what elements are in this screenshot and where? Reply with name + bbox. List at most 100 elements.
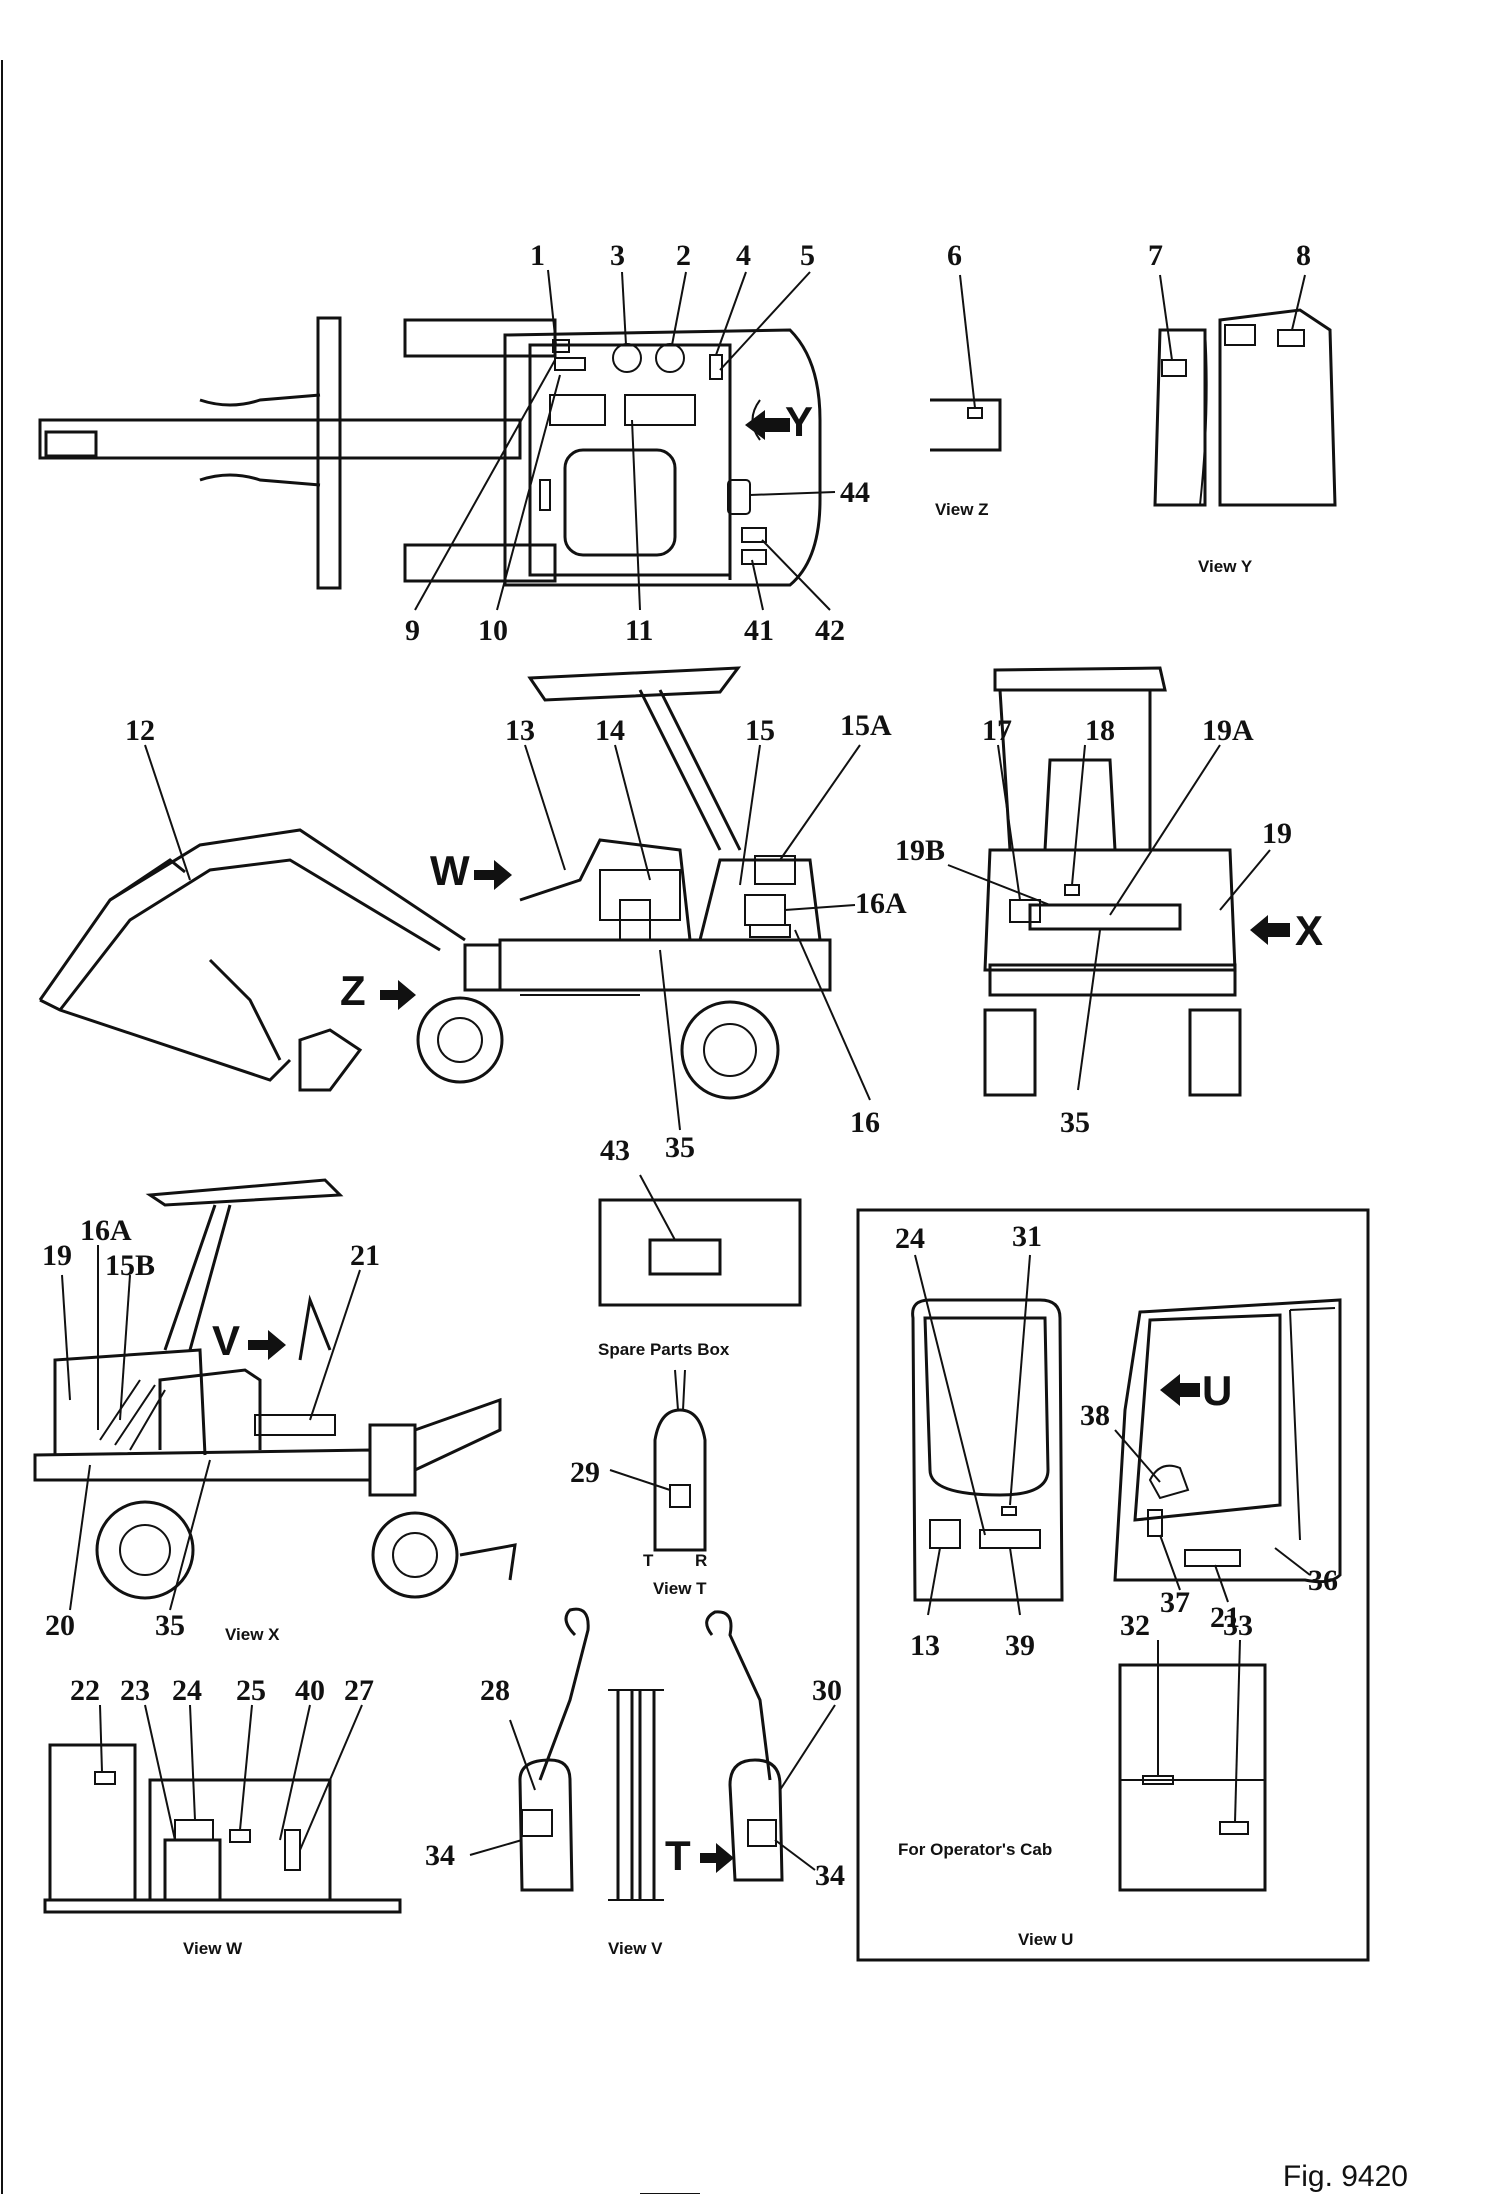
callout: 25 <box>236 1674 266 1707</box>
label-r: R <box>695 1551 707 1570</box>
side-leader-lines <box>144 744 871 1131</box>
view-u-cab <box>911 1298 1342 1892</box>
cab-leader-lines <box>914 1254 1311 1823</box>
view-w: 22 23 24 25 40 27 View W <box>43 1674 402 1958</box>
callout: 21 <box>350 1239 380 1272</box>
caption-spare-parts: Spare Parts Box <box>598 1340 730 1359</box>
side-callouts: 12 13 14 15 15A 16A 16 35 <box>125 709 907 1164</box>
view-t: 29 T R View T <box>570 1369 707 1598</box>
arrow-v: V <box>212 1317 286 1364</box>
callout: 1 <box>530 239 545 272</box>
rear-leader-lines <box>947 744 1271 1091</box>
callout: 11 <box>625 614 653 647</box>
callout: 41 <box>744 614 774 647</box>
caption-view-v: View V <box>608 1939 663 1958</box>
view-u-frame <box>856 1208 1370 1962</box>
callout: 31 <box>1012 1220 1042 1253</box>
callout: 15 <box>745 714 775 747</box>
callout: 8 <box>1296 239 1311 272</box>
callout: 19B <box>895 834 945 867</box>
callout: 37 <box>1160 1586 1190 1619</box>
cab-callouts: 24 31 38 13 39 37 21 36 32 33 For Operat… <box>895 1220 1338 1949</box>
viewx-leader-lines <box>61 1245 361 1611</box>
callout: 17 <box>982 714 1012 747</box>
view-v: 28 34 30 34 View V <box>425 1607 845 1958</box>
callout: 18 <box>1085 714 1115 747</box>
callout: 22 <box>70 1674 100 1707</box>
arrow-z: Z <box>340 967 416 1014</box>
rear-callouts: 17 18 19A 19B 19 35 <box>895 714 1292 1139</box>
view-x-machine <box>33 1178 517 1600</box>
callout: 24 <box>172 1674 202 1707</box>
view-y: View Y <box>1153 274 1337 576</box>
svg-text:V: V <box>212 1317 240 1364</box>
callout: 44 <box>840 476 870 509</box>
arrow-w: W <box>430 847 512 894</box>
caption-for-cab: For Operator's Cab <box>898 1840 1052 1859</box>
callout: 10 <box>478 614 508 647</box>
side-view-machine <box>38 666 832 1100</box>
callout: 4 <box>736 239 751 272</box>
callout: 16 <box>850 1106 880 1139</box>
figure-number: Fig. 9420 <box>1282 2160 1408 2193</box>
caption-view-z: View Z <box>935 500 989 519</box>
svg-text:W: W <box>430 847 470 894</box>
callout: 24 <box>895 1222 925 1255</box>
callout: 27 <box>344 1674 374 1707</box>
callout: 34 <box>425 1839 455 1872</box>
svg-text:Y: Y <box>785 398 813 445</box>
callout: 32 <box>1120 1609 1150 1642</box>
callout: 6 <box>947 239 962 272</box>
callout: 34 <box>815 1859 845 1892</box>
callout: 12 <box>125 714 155 747</box>
callout: 16A <box>855 887 907 920</box>
callout: 36 <box>1308 1564 1338 1597</box>
svg-text:U: U <box>1202 1367 1232 1414</box>
callout: 9 <box>405 614 420 647</box>
callout: 20 <box>45 1609 75 1642</box>
callout: 29 <box>570 1456 600 1489</box>
callout: 35 <box>665 1131 695 1164</box>
callout: 23 <box>120 1674 150 1707</box>
callout: 3 <box>610 239 625 272</box>
callout: 13 <box>910 1629 940 1662</box>
arrow-t: T <box>665 1832 734 1879</box>
callout: 21 <box>1210 1601 1240 1634</box>
callout: 35 <box>155 1609 185 1642</box>
view-z: View Z <box>930 274 1002 519</box>
callout: 15B <box>105 1249 155 1282</box>
caption-view-u: View U <box>1018 1930 1073 1949</box>
svg-text:Z: Z <box>340 967 366 1014</box>
arrow-u: U <box>1160 1367 1232 1414</box>
top-callouts: 1 3 2 4 5 6 7 8 9 10 11 41 42 44 <box>405 239 1311 647</box>
arrow-x: X <box>1250 907 1323 954</box>
callout: 40 <box>295 1674 325 1707</box>
callout: 7 <box>1148 239 1163 272</box>
callout: 19A <box>1202 714 1254 747</box>
spare-parts-box: 43 Spare Parts Box <box>598 1134 802 1359</box>
caption-view-x: View X <box>225 1625 280 1644</box>
callout: 39 <box>1005 1629 1035 1662</box>
callout: 35 <box>1060 1106 1090 1139</box>
label-t: T <box>643 1551 654 1570</box>
callout: 14 <box>595 714 625 747</box>
top-leader-lines <box>414 269 836 611</box>
callout: 33 <box>1223 1609 1253 1642</box>
callout: 19 <box>42 1239 72 1272</box>
top-view-machine <box>38 316 822 590</box>
viewx-callouts: 19 16A 15B 21 20 35 View X <box>42 1214 380 1644</box>
caption-view-y: View Y <box>1198 557 1253 576</box>
callout: 28 <box>480 1674 510 1707</box>
caption-view-w: View W <box>183 1939 243 1958</box>
svg-text:X: X <box>1295 907 1323 954</box>
callout: 30 <box>812 1674 842 1707</box>
callout: 19 <box>1262 817 1292 850</box>
callout: 42 <box>815 614 845 647</box>
arrow-y: Y <box>745 398 813 445</box>
caption-view-t: View T <box>653 1579 707 1598</box>
callout: 15A <box>840 709 892 742</box>
callout: 2 <box>676 239 691 272</box>
callout: 13 <box>505 714 535 747</box>
callout: 5 <box>800 239 815 272</box>
